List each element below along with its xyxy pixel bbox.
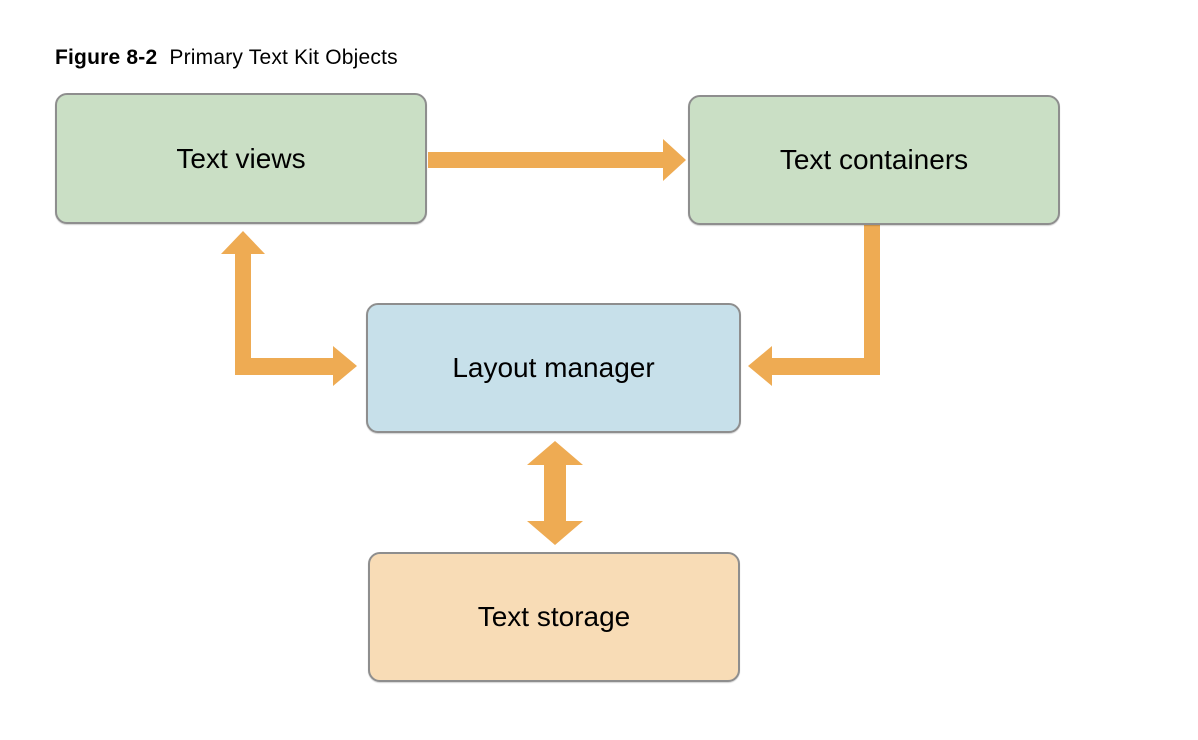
node-text-views-label: Text views	[176, 142, 306, 174]
node-text-containers: Text containers	[688, 95, 1060, 225]
node-text-containers-label: Text containers	[779, 144, 969, 175]
node-text-views: Text views	[55, 93, 427, 224]
figure-number-label: Figure 8-2	[55, 46, 158, 69]
node-layout-manager: Layout manager	[366, 303, 741, 433]
arrow-layout-manager-text-storage	[527, 441, 583, 545]
node-text-storage: Text storage	[368, 552, 740, 682]
figure-caption: Figure 8-2 Primary Text Kit Objects	[55, 46, 398, 70]
node-text-storage-label: Text storage	[477, 601, 631, 632]
arrow-text-views-layout-manager-elbow	[221, 231, 357, 386]
arrow-text-containers-to-layout-manager	[748, 224, 880, 386]
arrow-text-views-to-text-containers	[428, 139, 686, 181]
node-layout-manager-label: Layout manager	[452, 352, 655, 383]
figure-title: Primary Text Kit Objects	[169, 46, 398, 69]
